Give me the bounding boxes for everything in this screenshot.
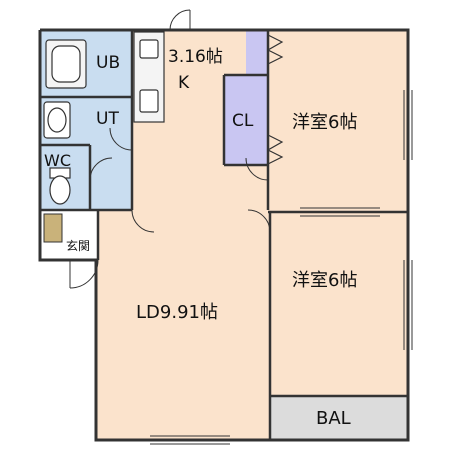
shoe-cabinet [43,213,63,243]
kitchen-counter [133,31,165,123]
closet-top-strip [246,30,268,75]
toilet-icon [49,167,71,205]
balcony-area [270,396,408,440]
room-label-closet: CL [232,111,254,131]
closet-doors [266,34,284,165]
floor-ld [96,210,272,440]
room-label-bedroom-top: 洋室6帖 [292,112,357,133]
closet-area [224,75,268,165]
windows [150,90,413,445]
room-label-kitchen-size: 3.16帖 [168,47,223,67]
room-label-ut: UT [96,109,119,129]
room-label-kitchen: K [178,73,190,93]
room-label-bedroom-bottom: 洋室6帖 [292,270,357,291]
room-label-ub: UB [96,53,120,73]
room-label-wc: WC [44,151,71,170]
door-swings [69,9,271,289]
bathtub-icon [45,39,87,89]
washbasin-icon [43,101,71,139]
outer-walls [38,28,410,442]
room-label-genkan: 玄関 [66,238,90,253]
room-label-ld: LD9.91帖 [136,302,218,323]
room-label-balcony: BAL [316,408,351,429]
